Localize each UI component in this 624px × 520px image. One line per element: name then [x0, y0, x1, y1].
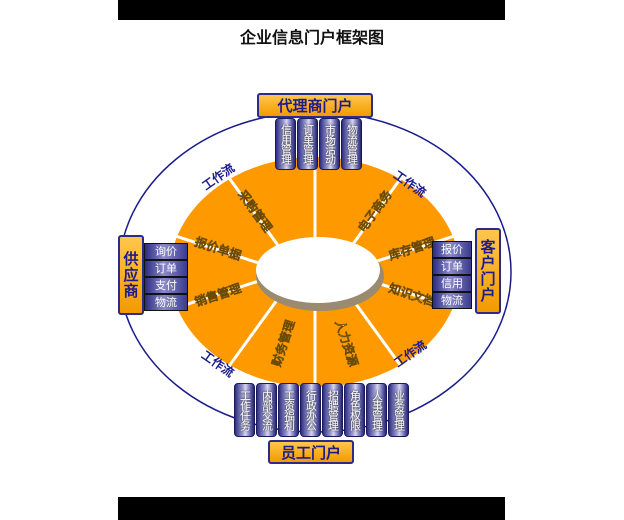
module-payroll[interactable]: 工资福利 — [278, 383, 299, 437]
module-tasks[interactable]: 工作任务 — [234, 383, 255, 437]
module-marketing[interactable]: 市场活动 — [319, 118, 340, 170]
customer-portal-modules: 报价 订单 信用 物流 — [432, 241, 472, 309]
module-orders[interactable]: 订单管理 — [297, 118, 318, 170]
ring-divider — [175, 234, 259, 265]
module-order[interactable]: 订单 — [432, 258, 472, 275]
module-logistics[interactable]: 物流 — [432, 292, 472, 309]
agent-portal-label[interactable]: 代理商门户 — [257, 93, 373, 118]
module-roles[interactable]: 角色权限 — [344, 383, 365, 437]
module-internal-comms[interactable]: 内部交流 — [256, 383, 277, 437]
module-payment[interactable]: 支付 — [144, 277, 188, 294]
module-business[interactable]: 业务管理 — [388, 383, 409, 437]
inner-hub — [256, 237, 380, 303]
module-logistics[interactable]: 物流 — [144, 294, 188, 311]
diagram-title: 企业信息门户框架图 — [239, 28, 384, 47]
ring-divider — [227, 177, 281, 249]
module-credit[interactable]: 信用管理 — [275, 118, 296, 170]
module-hr[interactable]: 人事管理 — [366, 383, 387, 437]
ring-divider — [175, 279, 259, 310]
module-recruiting[interactable]: 招聘管理 — [322, 383, 343, 437]
ring-divider — [349, 177, 403, 249]
customer-portal-label[interactable]: 客户门户 — [475, 228, 501, 314]
bottom-black-bar — [118, 497, 505, 520]
module-quote[interactable]: 报价 — [432, 241, 472, 258]
module-credit[interactable]: 信用 — [432, 275, 472, 292]
supplier-portal-label[interactable]: 供应商 — [118, 235, 144, 315]
supplier-portal-modules: 询价 订单 支付 物流 — [144, 243, 188, 311]
module-inquiry[interactable]: 询价 — [144, 243, 188, 260]
employee-portal-modules: 工作任务 内部交流 工资福利 行政办公 招聘管理 角色权限 人事管理 业务管理 — [234, 383, 409, 437]
agent-portal-modules: 信用管理 订单管理 市场活动 物流管理 — [275, 118, 362, 170]
module-admin-office[interactable]: 行政办公 — [300, 383, 321, 437]
ring-divider — [349, 295, 403, 367]
employee-portal-label[interactable]: 员工门户 — [268, 440, 354, 464]
module-order[interactable]: 订单 — [144, 260, 188, 277]
module-logistics[interactable]: 物流管理 — [341, 118, 362, 170]
ring-divider — [371, 234, 455, 265]
ring-divider — [227, 295, 281, 367]
top-black-bar — [118, 0, 505, 20]
